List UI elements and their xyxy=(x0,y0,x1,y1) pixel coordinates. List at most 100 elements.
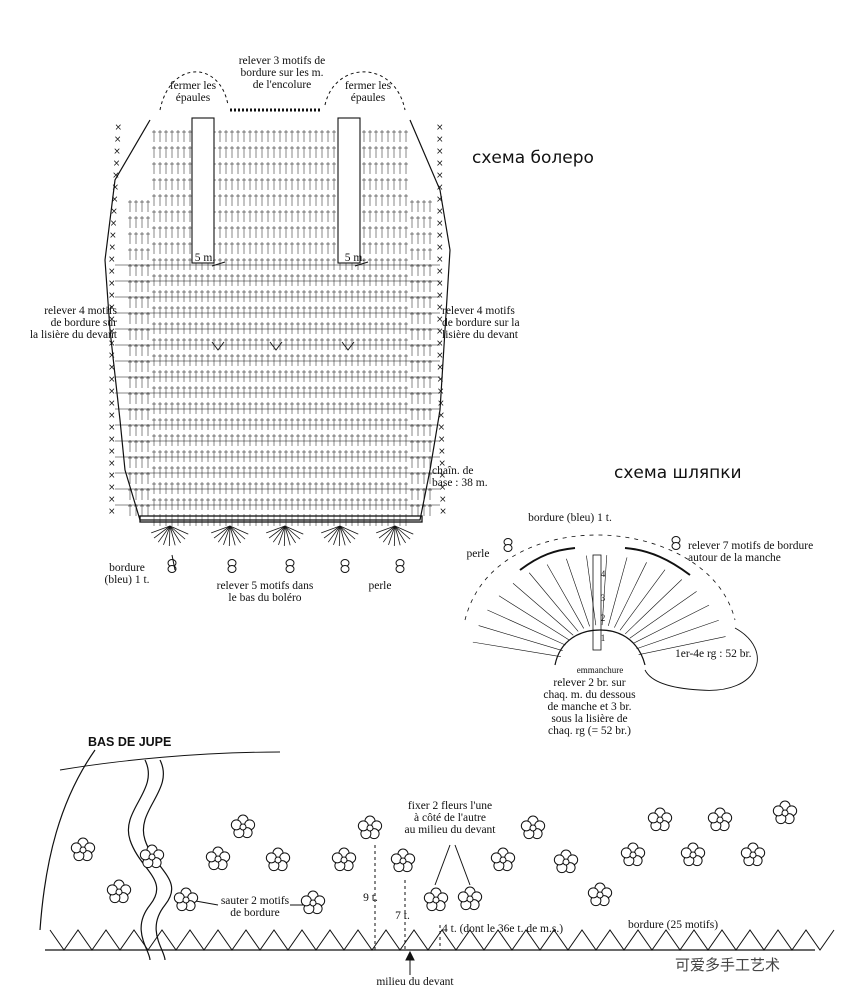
x-mark: × xyxy=(108,303,116,313)
flower-icon xyxy=(173,887,199,912)
x-mark: × xyxy=(439,495,447,505)
scallop-stitch xyxy=(284,525,296,544)
hat-row-2: 2 xyxy=(600,613,606,623)
flower-icon xyxy=(772,800,798,825)
scallop-stitch xyxy=(321,525,341,534)
x-mark: × xyxy=(108,507,116,517)
flower-icon xyxy=(740,842,766,867)
hat-ray xyxy=(624,579,683,635)
x-mark: × xyxy=(436,135,444,145)
scallop-stitch xyxy=(394,525,411,540)
flower-icon xyxy=(707,807,733,832)
x-mark: × xyxy=(436,147,444,157)
x-mark: × xyxy=(436,231,444,241)
scallop-stitch xyxy=(211,525,231,534)
x-mark: × xyxy=(113,159,121,169)
flower-icon xyxy=(390,848,416,873)
x-mark: × xyxy=(109,231,117,241)
x-mark: × xyxy=(438,435,446,445)
scallop-stitch xyxy=(339,525,351,544)
flower-icon xyxy=(490,847,516,872)
x-mark: × xyxy=(108,267,116,277)
x-mark: × xyxy=(112,171,120,181)
hat-ray xyxy=(586,555,597,626)
scallop-stitch xyxy=(394,525,406,544)
hat-ray xyxy=(629,591,697,639)
scallop-stitch xyxy=(163,525,171,546)
flower-icon xyxy=(553,849,579,874)
x-mark: × xyxy=(436,327,444,337)
scallop-stitch xyxy=(229,525,236,546)
bolero-perle-label: perle xyxy=(368,580,392,592)
x-mark: × xyxy=(439,483,447,493)
scallop-stitch xyxy=(217,525,231,543)
x-mark: × xyxy=(108,447,116,457)
scallop-stitch xyxy=(338,525,341,547)
skirt-seven-label: 7 t. xyxy=(395,910,410,922)
flower-icon xyxy=(423,887,449,912)
flower-icon xyxy=(139,844,165,869)
scallop-stitch xyxy=(284,525,301,540)
x-mark: × xyxy=(436,159,444,169)
x-mark: × xyxy=(437,399,445,409)
bolero-shoulder-right-label: fermer les épaules xyxy=(344,80,392,104)
flower-icon xyxy=(205,846,231,871)
hat-rows-label: 1er-4e rg : 52 br. xyxy=(675,648,752,660)
x-mark: × xyxy=(438,447,446,457)
hat-row-1: 1 xyxy=(600,633,606,643)
flower-icon xyxy=(620,842,646,867)
skirt-chart xyxy=(39,749,835,975)
hat-ray xyxy=(601,555,608,626)
scallop-stitch xyxy=(323,525,341,539)
x-mark: × xyxy=(438,423,446,433)
x-mark: × xyxy=(109,243,117,253)
x-mark: × xyxy=(436,303,444,313)
x-mark: × xyxy=(113,147,121,157)
x-mark: × xyxy=(436,123,444,133)
x-mark: × xyxy=(436,207,444,217)
x-mark: × xyxy=(108,495,116,505)
scallop-stitch xyxy=(382,525,396,543)
flower-icon xyxy=(230,814,256,839)
x-mark: × xyxy=(436,363,444,373)
skirt-title: BAS DE JUPE xyxy=(88,735,172,749)
scallop-stitch xyxy=(327,525,341,543)
x-mark: × xyxy=(436,183,444,193)
hat-row-3: 3 xyxy=(600,593,606,603)
skirt-bordure-label: bordure (25 motifs) xyxy=(628,919,719,931)
hat-ray xyxy=(472,641,561,657)
bolero-five-right-label: 5 m. xyxy=(344,252,366,264)
bead xyxy=(503,544,513,552)
bolero-front-right-label: relever 4 motifs de bordure sur la lisiè… xyxy=(442,305,520,341)
x-mark: × xyxy=(108,315,116,325)
x-mark: × xyxy=(114,135,122,145)
bead xyxy=(227,565,237,573)
hat-ray xyxy=(614,562,647,628)
bolero-bordure-label: bordure (bleu) 1 t. xyxy=(104,562,150,586)
flower-icon xyxy=(300,890,326,915)
flower-icon xyxy=(106,879,132,904)
x-mark: × xyxy=(111,195,119,205)
skirt-bordure xyxy=(49,929,835,951)
x-mark: × xyxy=(108,291,116,301)
x-mark: × xyxy=(115,123,123,133)
hat-row-4: 4 xyxy=(600,569,606,579)
scallop-stitch xyxy=(223,525,231,546)
hat-ray xyxy=(498,595,570,641)
scallop-stitch xyxy=(378,525,396,539)
hat-ray xyxy=(619,569,666,631)
hat-chart xyxy=(464,534,758,691)
scallop-stitch xyxy=(169,525,181,544)
flower-icon xyxy=(520,815,546,840)
scallop-stitch xyxy=(272,525,286,543)
hat-emmanchure-label: emmanchure xyxy=(576,665,624,675)
hat-ray xyxy=(633,604,710,644)
flower-icon xyxy=(331,847,357,872)
hat-ray xyxy=(528,572,579,632)
x-mark: × xyxy=(108,483,116,493)
scallop-stitch xyxy=(278,525,286,546)
scallop-stitch xyxy=(393,525,396,547)
scallop-stitch xyxy=(168,525,171,547)
x-mark: × xyxy=(436,267,444,277)
x-mark: × xyxy=(108,471,116,481)
